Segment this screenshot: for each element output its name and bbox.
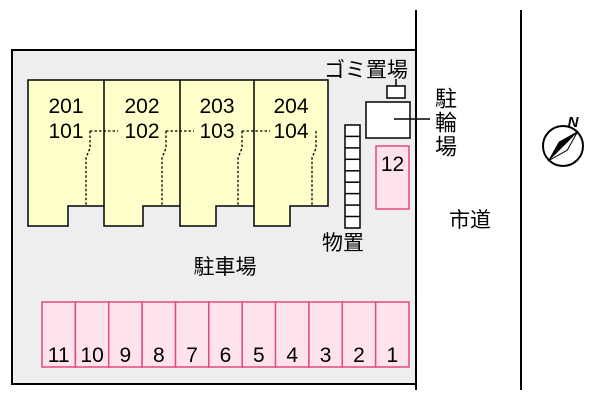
unit-number-upper: 201 xyxy=(48,95,83,118)
parking-space-number: 10 xyxy=(80,344,103,367)
unit-number-upper: 203 xyxy=(199,95,234,118)
trash-area-label: ゴミ置場 xyxy=(324,58,408,82)
parking-space xyxy=(341,301,377,368)
parking-space-number: 6 xyxy=(220,344,232,367)
bicycle-parking xyxy=(365,101,430,139)
partition-dashed xyxy=(311,131,317,206)
parking-space xyxy=(308,301,344,368)
unit-4: 204 104 xyxy=(273,95,308,143)
parking-space-number: 8 xyxy=(153,344,165,367)
compass-needle-light xyxy=(547,130,579,162)
parking-lot-label: 駐車場 xyxy=(194,255,257,279)
trash-area: ゴミ置場 xyxy=(324,58,408,99)
road xyxy=(415,10,522,390)
storage-rack xyxy=(344,124,361,229)
partition-dashed xyxy=(85,131,91,206)
bicycle-parking-label: 駐輪場 xyxy=(431,87,456,159)
parking-space-number: 2 xyxy=(353,344,365,367)
trash-box-icon xyxy=(386,85,406,99)
apartment-building: 201 101 202 102 203 103 204 104 xyxy=(27,79,329,227)
parking-space-number: 4 xyxy=(286,344,298,367)
compass-north-label: N xyxy=(568,114,580,131)
internal-partition-lines xyxy=(85,130,317,206)
parking-space xyxy=(241,301,277,368)
parking-space-number: 7 xyxy=(186,344,198,367)
unit-number-lower: 104 xyxy=(273,120,308,143)
parking-space xyxy=(374,301,410,368)
partition-dashed xyxy=(161,131,167,206)
unit-2: 202 102 xyxy=(124,95,159,143)
bicycle-parking-area xyxy=(365,101,411,139)
partition-dashed xyxy=(237,131,243,206)
parking-space-number: 5 xyxy=(253,344,265,367)
parking-row: 11 10 9 8 7 6 5 4 3 2 1 xyxy=(41,301,410,368)
building-outline xyxy=(27,79,329,227)
parking-space xyxy=(375,145,410,210)
storage-units: 物置 xyxy=(322,124,364,255)
unit-number-upper: 204 xyxy=(273,95,308,118)
unit-number-upper: 202 xyxy=(124,95,159,118)
parking-space-number: 3 xyxy=(320,344,332,367)
parking-space xyxy=(41,301,77,368)
parking-space-number: 1 xyxy=(386,344,398,367)
unit-number-lower: 101 xyxy=(48,120,83,143)
parking-space-number: 9 xyxy=(120,344,132,367)
unit-3: 203 103 xyxy=(199,95,234,143)
parking-space xyxy=(208,301,243,368)
unit-number-lower: 102 xyxy=(124,120,159,143)
road-label: 市道 xyxy=(449,208,491,232)
compass-icon: N xyxy=(542,114,584,167)
parking-space-number: 11 xyxy=(48,344,70,367)
parking-space-number: 12 xyxy=(381,153,404,176)
parking-space-side: 12 xyxy=(375,145,410,210)
unit-1: 201 101 xyxy=(48,95,83,143)
unit-number-lower: 103 xyxy=(199,120,234,143)
storage-label: 物置 xyxy=(322,231,364,255)
